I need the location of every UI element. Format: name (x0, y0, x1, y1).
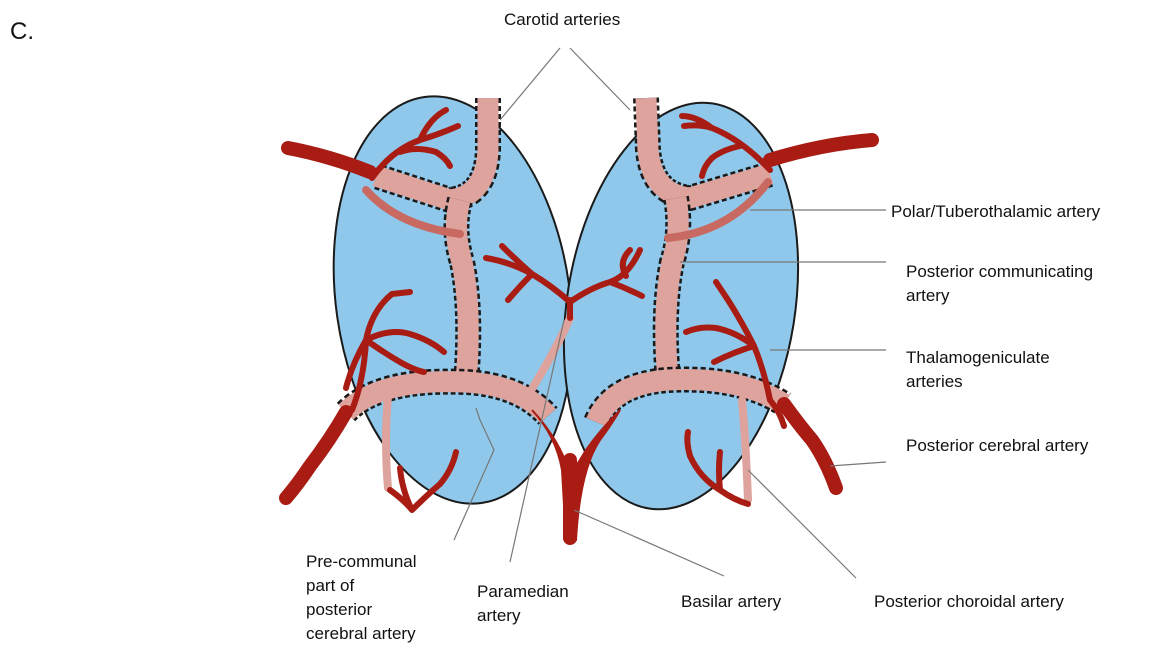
left-pcom-pale-segment-fill (456, 200, 468, 382)
right-carotid-dark-stub (770, 140, 872, 160)
leader-pca (830, 462, 886, 466)
label-basilar-artery: Basilar artery (681, 590, 781, 614)
label-thalamogeniculate-arteries: Thalamogeniculate arteries (906, 346, 1050, 394)
right-choroidal-pale-segment (742, 400, 748, 500)
right-pca-dark (784, 404, 836, 488)
label-carotid-arteries: Carotid arteries (504, 8, 620, 32)
label-posterior-cerebral-artery: Posterior cerebral artery (906, 434, 1088, 458)
left-pca-dark (286, 412, 346, 498)
leader-basilar (574, 510, 724, 576)
label-precommunal-pca: Pre-communal part of posterior cerebral … (306, 550, 417, 646)
label-posterior-communicating-artery: Posterior communicating artery (906, 260, 1093, 308)
label-posterior-choroidal-artery: Posterior choroidal artery (874, 590, 1064, 614)
leader-carotid-left (500, 48, 560, 120)
left-choroidal-pale-segment (386, 396, 388, 488)
panel-letter: C. (10, 18, 34, 46)
label-polar-tuberothalamic-artery: Polar/Tuberothalamic artery (891, 200, 1100, 224)
leader-carotid-right (570, 48, 630, 110)
label-paramedian-artery: Paramedian artery (477, 580, 569, 628)
